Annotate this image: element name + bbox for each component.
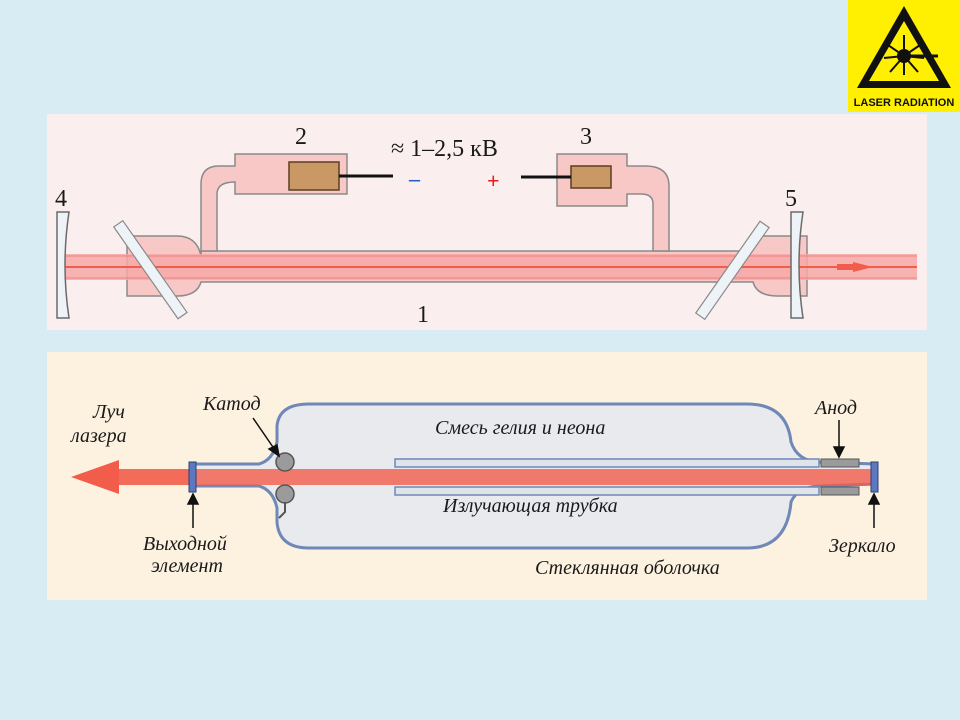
internal-beam xyxy=(195,469,875,485)
cathode-label: Катод xyxy=(202,393,261,415)
gas-mixture-label: Смесь гелия и неона xyxy=(435,417,605,439)
rear-mirror xyxy=(870,461,879,493)
laser-beam xyxy=(65,254,917,280)
laser-radiation-warning-icon xyxy=(857,6,951,88)
beam-arrow-icon xyxy=(71,460,119,494)
cathode-pointer xyxy=(252,417,276,451)
output-element-label-line-1: Выходной xyxy=(143,533,227,555)
brewster-window-left xyxy=(112,219,188,320)
beam-label-line-2: лазера xyxy=(70,425,127,447)
output-element-label-line-2: элемент xyxy=(151,555,223,577)
mirror-label: Зеркало xyxy=(829,535,896,557)
output-beam xyxy=(71,460,195,494)
cathode xyxy=(275,452,295,519)
label-anode-number: 3 xyxy=(580,124,592,150)
cathode-electrode xyxy=(288,161,393,191)
laser-radiation-sign: LASER RADIATION xyxy=(848,0,960,112)
beam-label-line-1: Луч xyxy=(92,401,125,423)
mirror-right xyxy=(790,211,804,319)
laser-tube-construction-diagram: Луч лазера Катод Анод Смесь гелия и неон… xyxy=(47,352,927,600)
label-tube-number: 1 xyxy=(417,302,429,328)
label-mirror-left-number: 4 xyxy=(55,186,67,212)
label-mirror-right-number: 5 xyxy=(785,186,797,212)
anode-electrode xyxy=(521,165,612,189)
output-element xyxy=(188,461,197,493)
emitting-tube xyxy=(394,458,820,496)
minus-sign: – xyxy=(408,166,421,191)
brewster-window-right xyxy=(694,220,770,321)
label-cathode-number: 2 xyxy=(295,124,307,150)
plus-sign: + xyxy=(487,168,500,193)
glass-envelope-label: Стеклянная оболочка xyxy=(535,557,720,579)
beam-arrow-icon xyxy=(853,262,873,272)
mirror-left xyxy=(56,211,70,319)
anode xyxy=(820,458,860,496)
emitting-tube-label: Излучающая трубка xyxy=(442,495,618,517)
anode-label: Анод xyxy=(813,397,857,419)
sign-text: LASER RADIATION xyxy=(854,97,955,109)
voltage-label: ≈ 1–2,5 кВ xyxy=(391,136,498,162)
laser-schematic-diagram: 2 3 4 5 1 ≈ 1–2,5 кВ – + xyxy=(47,114,927,330)
